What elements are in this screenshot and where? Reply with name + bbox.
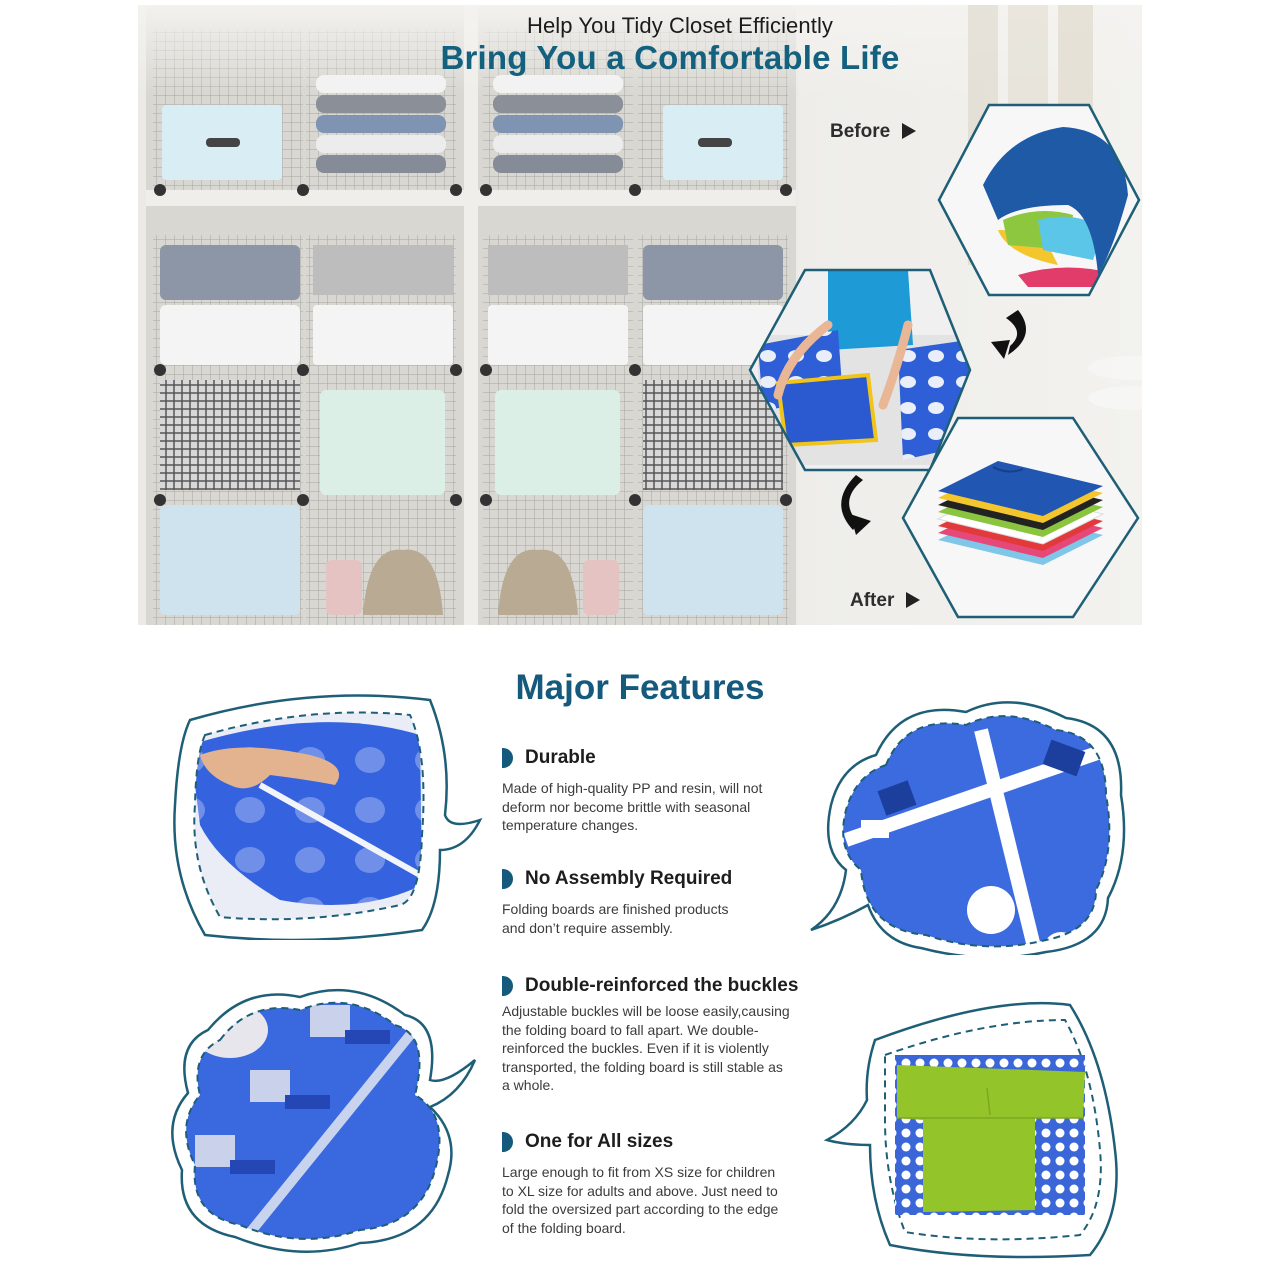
half-circle-bullet-icon	[502, 748, 513, 768]
half-circle-bullet-icon	[502, 976, 513, 996]
folding-board-hexagon	[750, 270, 970, 470]
feature-all-sizes: One for All sizes Large enough to fit fr…	[502, 1130, 842, 1237]
half-circle-bullet-icon	[502, 869, 513, 889]
feature-description: Adjustable buckles will be loose easily,…	[502, 1003, 790, 1094]
feature-durable: Durable Made of high-quality PP and resi…	[502, 746, 842, 835]
hero-title: Bring You a Comfortable Life	[440, 39, 900, 76]
green-shirt-bubble	[823, 1001, 1118, 1259]
feature-title: No Assembly Required	[525, 868, 733, 889]
hero-banner: Help You Tidy Closet Efficiently Bring Y…	[138, 5, 1142, 625]
half-circle-bullet-icon	[502, 1132, 513, 1152]
feature-description: Folding boards are finished products and…	[502, 901, 729, 936]
play-arrow-icon	[906, 592, 921, 608]
buckles-bubble	[171, 988, 477, 1253]
after-label: After	[850, 590, 921, 612]
play-arrow-icon	[902, 123, 917, 139]
curved-arrow-icon	[841, 475, 863, 530]
hero-subtitle: Help You Tidy Closet Efficiently	[526, 13, 834, 38]
curved-arrow-icon	[1006, 310, 1026, 355]
feature-description: Large enough to fit from XS size for chi…	[502, 1164, 779, 1236]
feature-title: Durable	[525, 747, 596, 768]
flexible-board-bubble	[173, 694, 483, 940]
feature-buckles: Double-reinforced the buckles Adjustable…	[502, 974, 842, 1095]
board-joint-bubble	[810, 701, 1126, 955]
closet-photo	[138, 5, 1142, 625]
feature-title: Double-reinforced the buckles	[525, 975, 799, 996]
feature-description: Made of high-quality PP and resin, will …	[502, 780, 763, 834]
before-label: Before	[830, 121, 917, 143]
feature-title: One for All sizes	[525, 1131, 674, 1152]
feature-no-assembly: No Assembly Required Folding boards are …	[502, 867, 842, 937]
features-title: Major Features	[515, 668, 765, 707]
